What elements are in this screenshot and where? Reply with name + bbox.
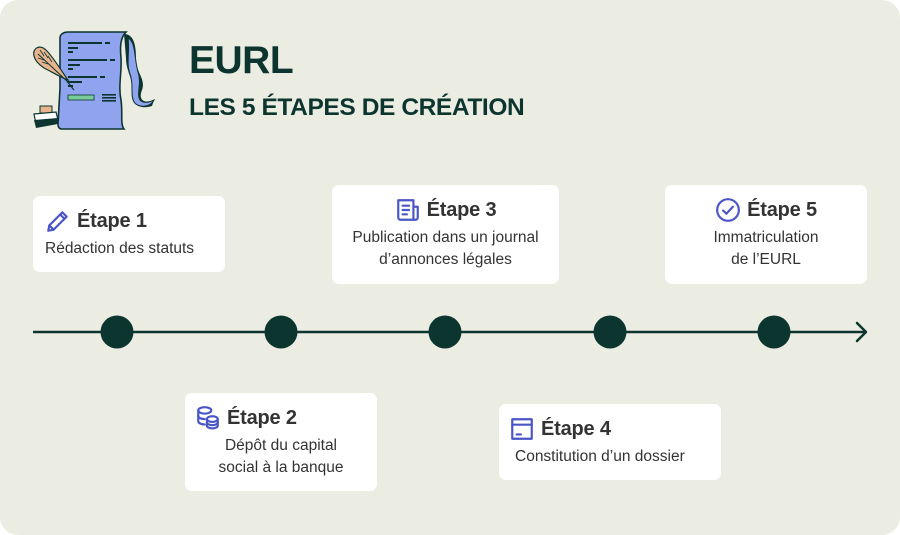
page-title: EURL	[189, 39, 294, 82]
coins-icon	[195, 405, 221, 431]
timeline-dot-1	[100, 315, 134, 349]
step-card-1: Étape 1 Rédaction des statuts	[33, 196, 225, 272]
step-card-3: Étape 3 Publication dans un journal d’an…	[332, 185, 559, 284]
step-card-5: Étape 5 Immatriculation de l’EURL	[665, 185, 867, 284]
document-scroll-illustration	[33, 31, 156, 130]
newspaper-icon	[395, 197, 421, 223]
step-card-4: Étape 4 Constitution d’un dossier	[499, 404, 721, 480]
pencil-icon	[45, 208, 71, 234]
step-description: Immatriculation de l’EURL	[713, 229, 819, 268]
step-title: Étape 5	[747, 198, 817, 221]
timeline-dot-5	[757, 315, 791, 349]
step-description: Dépôt du capital social à la banque	[218, 437, 344, 476]
step-title: Étape 3	[426, 198, 497, 221]
step-title: Étape 1	[77, 209, 147, 232]
step-description: Publication dans un journal d’annonces l…	[352, 229, 539, 268]
step-title: Étape 4	[541, 417, 611, 440]
timeline-dot-4	[593, 315, 627, 349]
arrow-right-icon	[855, 321, 868, 343]
step-title: Étape 2	[227, 406, 297, 429]
timeline-dot-3	[428, 315, 462, 349]
timeline-dot-2	[264, 315, 298, 349]
box-icon	[509, 416, 535, 442]
page-subtitle: LES 5 ÉTAPES DE CRÉATION	[189, 94, 525, 121]
check-circle-icon	[715, 197, 741, 223]
step-description: Rédaction des statuts	[45, 240, 195, 257]
step-description: Constitution d’un dossier	[515, 448, 685, 465]
step-card-2: Étape 2 Dépôt du capital social à la ban…	[185, 393, 377, 491]
